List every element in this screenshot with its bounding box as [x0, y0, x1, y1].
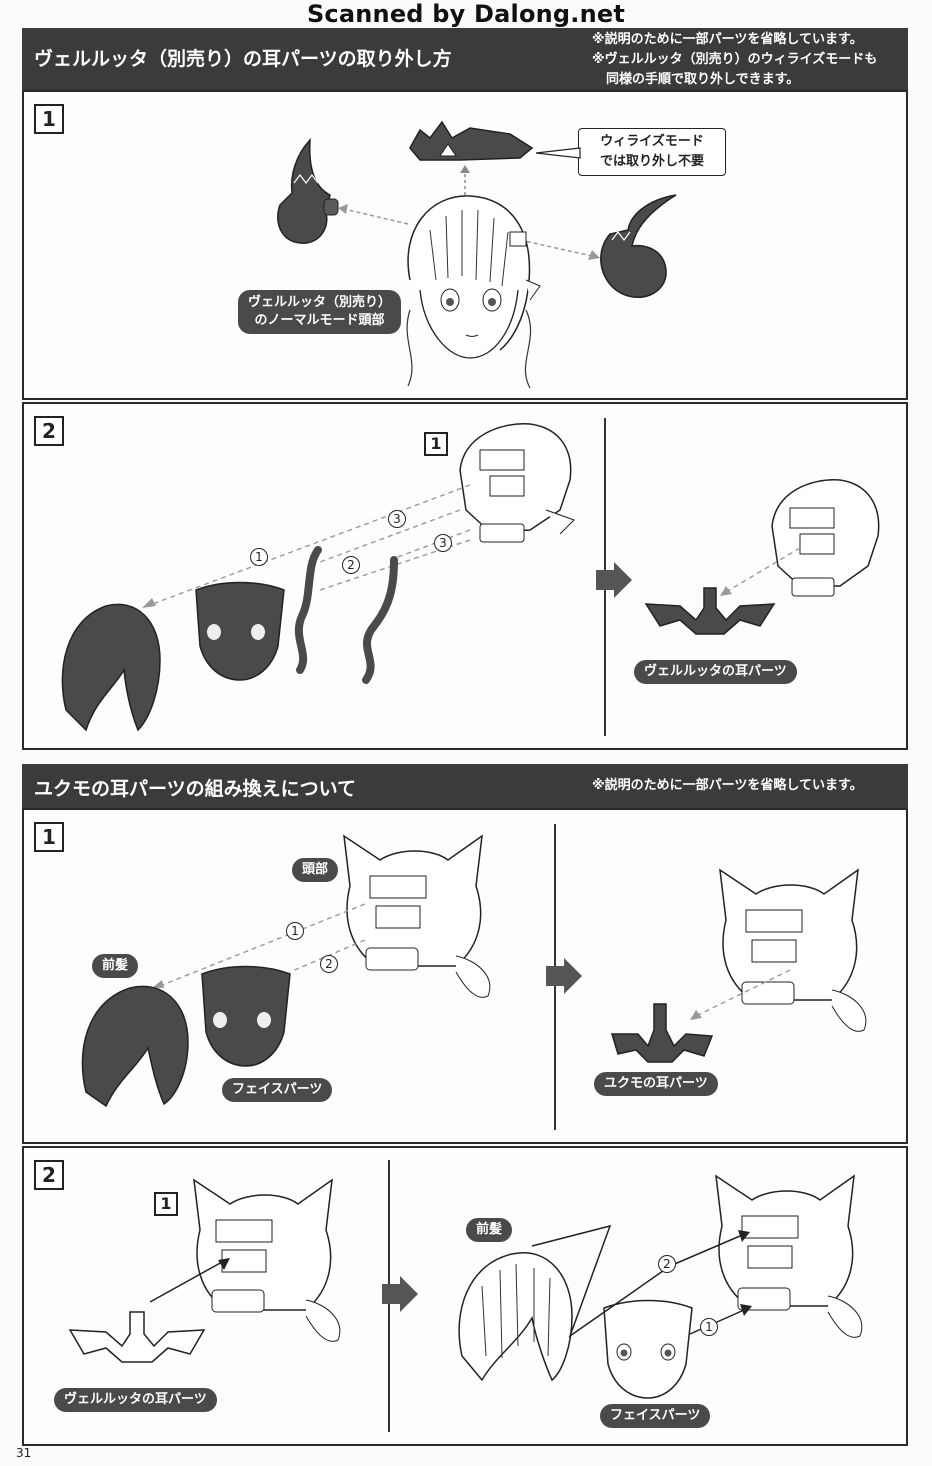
- inner-head-frame-result: [771, 479, 880, 597]
- face-part: [195, 581, 285, 681]
- yukumo-head-frame: [193, 1178, 341, 1342]
- verrutta-ear-label: ヴェルルッタの耳パーツ: [54, 1388, 217, 1412]
- callout-line2: では取り外し不要: [599, 154, 704, 169]
- scanner-watermark: Scanned by Dalong.net: [306, 0, 626, 28]
- head-label-line1: ヴェルルッタ（別売り）: [248, 295, 392, 310]
- left-ear-part: [277, 137, 339, 244]
- arrow-right-ear: [519, 239, 600, 260]
- yukumo-head: [343, 834, 491, 998]
- side-hair-right: [362, 556, 398, 684]
- next-step-arrow: [546, 958, 582, 994]
- section1-note-1: ※説明のために一部パーツを省略しています。: [592, 32, 863, 47]
- order-circle: 3: [434, 534, 452, 552]
- order-circle: 1: [286, 922, 304, 940]
- page-number: 31: [16, 1446, 32, 1460]
- right-ear-part: [600, 194, 677, 299]
- bangs-part: [81, 985, 189, 1108]
- attach-arrow: [149, 1258, 230, 1303]
- arrow-up: [460, 165, 470, 195]
- step-number: 1: [34, 822, 64, 852]
- callout-pointer: [535, 147, 581, 159]
- hair-ornament-part: [409, 120, 534, 161]
- verrutta-head-illustration: [406, 195, 541, 389]
- step-number: 2: [34, 1160, 64, 1190]
- yukumo-ear-label: ユクモの耳パーツ: [594, 1072, 718, 1096]
- bangs-label: 前髪: [92, 954, 139, 978]
- yukumo-head-result: [715, 1174, 863, 1338]
- callout-line1: ウィライズモード: [600, 134, 704, 149]
- bangs-label: 前髪: [466, 1218, 513, 1242]
- face-part: [201, 965, 291, 1067]
- face-label: フェイスパーツ: [222, 1078, 333, 1102]
- step-number: 2: [34, 416, 64, 446]
- ear-part-dashed-arrow: [690, 969, 791, 1020]
- order-circle: 3: [388, 510, 406, 528]
- callout-box: ウィライズモード では取り外し不要: [578, 128, 726, 176]
- section2-title: ユクモの耳パーツの組み換えについて: [34, 778, 357, 800]
- ref-step-number: 1: [154, 1192, 178, 1216]
- face-label: フェイスパーツ: [600, 1404, 711, 1428]
- ear-part-dashed-arrow: [720, 547, 801, 596]
- ref-step-number: 1: [424, 432, 448, 456]
- next-step-arrow: [596, 562, 632, 598]
- order-circle: 2: [658, 1255, 676, 1273]
- verrutta-ear-part: [644, 587, 776, 635]
- head-label: 頭部: [292, 858, 339, 882]
- bangs-part-outline: [458, 1251, 573, 1382]
- assembly-guide-lines: [531, 1224, 752, 1338]
- section1-title: ヴェルルッタ（別売り）の耳パーツの取り外し方: [34, 48, 452, 70]
- arrow-left-ear: [338, 204, 409, 225]
- inner-head-frame: [459, 423, 575, 543]
- yukumo-ear-part: [610, 1003, 714, 1063]
- head-label-line2: のノーマルモード頭部: [254, 313, 385, 328]
- face-part-outline: [603, 1299, 693, 1399]
- order-circle: 1: [250, 548, 268, 566]
- order-circle: 2: [342, 556, 360, 574]
- order-circle: 1: [700, 1318, 718, 1336]
- verrutta-ear-label: ヴェルルッタの耳パーツ: [634, 660, 797, 684]
- yukumo-head-result: [719, 868, 867, 1032]
- next-step-arrow: [382, 1276, 418, 1312]
- head-label: ヴェルルッタ（別売り） のノーマルモード頭部: [238, 290, 402, 334]
- section1-note-2: ※ヴェルルッタ（別売り）のウィライズモードも: [592, 52, 878, 67]
- order-circle: 2: [320, 955, 338, 973]
- section2-note: ※説明のために一部パーツを省略しています。: [592, 778, 863, 793]
- bangs-part: [61, 603, 161, 732]
- verrutta-ear-part-outline: [68, 1311, 206, 1363]
- section2-header: [22, 764, 908, 808]
- section1-note-3: 同様の手順で取り外しできます。: [606, 72, 800, 87]
- side-hair-left: [294, 546, 322, 674]
- section1-header: [22, 28, 908, 90]
- assembly-guide-lines: [142, 484, 471, 608]
- step-number: 1: [34, 104, 64, 134]
